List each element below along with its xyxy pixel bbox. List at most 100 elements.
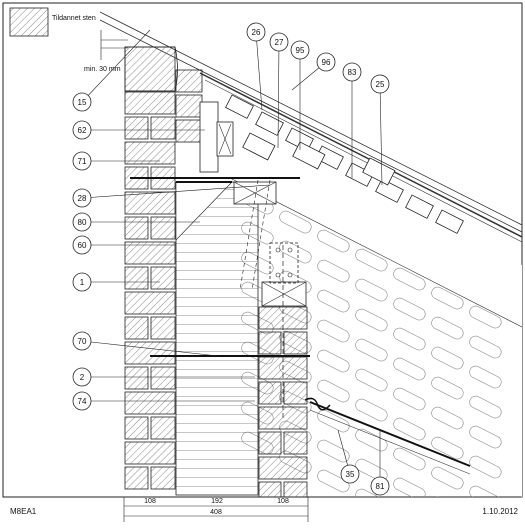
batten bbox=[242, 132, 276, 161]
roof-tile bbox=[375, 178, 404, 203]
leader-line bbox=[81, 184, 271, 199]
drawing-date: 1.10.2012 bbox=[482, 507, 518, 516]
brick bbox=[124, 466, 149, 490]
cavity-insulation bbox=[175, 181, 259, 496]
callout-28: 28 bbox=[78, 194, 87, 203]
dim-insulation: 192 bbox=[211, 498, 223, 505]
callout-62: 62 bbox=[78, 126, 87, 135]
legend-label: Tildannet sten bbox=[52, 15, 96, 22]
callout-35: 35 bbox=[346, 470, 355, 479]
insulation-batt bbox=[355, 458, 388, 482]
callout-71: 71 bbox=[78, 157, 87, 166]
leader-line bbox=[277, 41, 280, 149]
insulation-batt bbox=[355, 248, 388, 272]
insulation-batt bbox=[355, 368, 388, 392]
insulation-batt bbox=[469, 365, 502, 389]
brick bbox=[258, 381, 282, 405]
insulation-batt bbox=[393, 267, 426, 291]
callout-27-circle bbox=[269, 32, 289, 52]
brick bbox=[124, 441, 176, 465]
insulation-batt bbox=[317, 439, 350, 463]
callout-28-circle bbox=[72, 188, 92, 208]
callout-96: 96 bbox=[322, 58, 331, 67]
leader-line bbox=[255, 31, 263, 111]
brick bbox=[150, 116, 176, 140]
callout-2: 2 bbox=[80, 373, 85, 382]
insulation-batt bbox=[431, 436, 464, 460]
brick bbox=[150, 416, 176, 440]
roof-tile bbox=[435, 209, 464, 234]
callout-27: 27 bbox=[275, 38, 284, 47]
brick bbox=[283, 481, 308, 497]
dim-wall-inner: 108 bbox=[277, 498, 289, 505]
insulation-batt bbox=[469, 485, 502, 497]
insulation-batt bbox=[393, 387, 426, 411]
insulation-batt bbox=[355, 398, 388, 422]
insulation-batt bbox=[431, 346, 464, 370]
brick bbox=[124, 216, 149, 240]
insulation-batt bbox=[355, 338, 388, 362]
wall-plate bbox=[130, 177, 331, 420]
dim-wall-outer: 108 bbox=[144, 498, 156, 505]
dim-total: 408 bbox=[210, 509, 222, 516]
callout-81-circle bbox=[370, 476, 390, 496]
roof-tile bbox=[255, 111, 284, 136]
callout-35-circle bbox=[340, 464, 360, 484]
callout-96-circle bbox=[316, 52, 336, 72]
insulation-batt bbox=[317, 349, 350, 373]
leader-line bbox=[81, 29, 151, 103]
insulation-batt bbox=[317, 229, 350, 253]
callout-25: 25 bbox=[376, 80, 385, 89]
callout-60-circle bbox=[72, 235, 92, 255]
insulation-batt bbox=[355, 428, 388, 452]
callout-26: 26 bbox=[252, 28, 261, 37]
leader-line bbox=[379, 83, 383, 186]
bottom-dimensions bbox=[123, 497, 309, 522]
callout-1-circle bbox=[72, 272, 92, 292]
insulation-batt bbox=[393, 447, 426, 471]
outer-brick-wall bbox=[124, 91, 176, 490]
insulation-batt bbox=[393, 297, 426, 321]
brick bbox=[124, 366, 149, 390]
insulation-batt bbox=[469, 425, 502, 449]
brick bbox=[283, 331, 308, 355]
insulation-batt bbox=[431, 316, 464, 340]
callout-70: 70 bbox=[78, 337, 87, 346]
callout-80: 80 bbox=[78, 218, 87, 227]
callout-83: 83 bbox=[348, 68, 357, 77]
brick bbox=[124, 91, 176, 115]
roof-layers bbox=[99, 11, 522, 475]
brick bbox=[150, 266, 176, 290]
brick bbox=[258, 481, 282, 497]
callout-25-circle bbox=[370, 74, 390, 94]
insulation-batt bbox=[431, 496, 464, 497]
brick bbox=[124, 341, 176, 365]
callout-74: 74 bbox=[78, 397, 87, 406]
drawing-code: M8EA1 bbox=[10, 507, 37, 516]
brick bbox=[283, 381, 308, 405]
callout-71-circle bbox=[72, 151, 92, 171]
callout-95-circle bbox=[290, 40, 310, 60]
brick bbox=[124, 291, 176, 315]
insulation-batt bbox=[431, 466, 464, 490]
wall-cap bbox=[124, 46, 234, 173]
brick bbox=[124, 141, 176, 165]
callout-15-circle bbox=[72, 92, 92, 112]
batten bbox=[362, 157, 396, 186]
insulation-batt bbox=[355, 488, 388, 497]
leader-line bbox=[81, 340, 219, 357]
insulation-batt bbox=[317, 289, 350, 313]
callout-15: 15 bbox=[78, 98, 87, 107]
insulation-batt bbox=[431, 406, 464, 430]
insulation-batt bbox=[317, 469, 350, 493]
insulation-batt bbox=[317, 319, 350, 343]
callout-26-circle bbox=[246, 22, 266, 42]
insulation-batt bbox=[469, 455, 502, 479]
min-gap-note: min. 30 mm bbox=[84, 66, 121, 73]
insulation-batt bbox=[431, 286, 464, 310]
brick bbox=[150, 466, 176, 490]
callout-2-circle bbox=[72, 367, 92, 387]
callout-81: 81 bbox=[376, 482, 385, 491]
callout-60: 60 bbox=[78, 241, 87, 250]
